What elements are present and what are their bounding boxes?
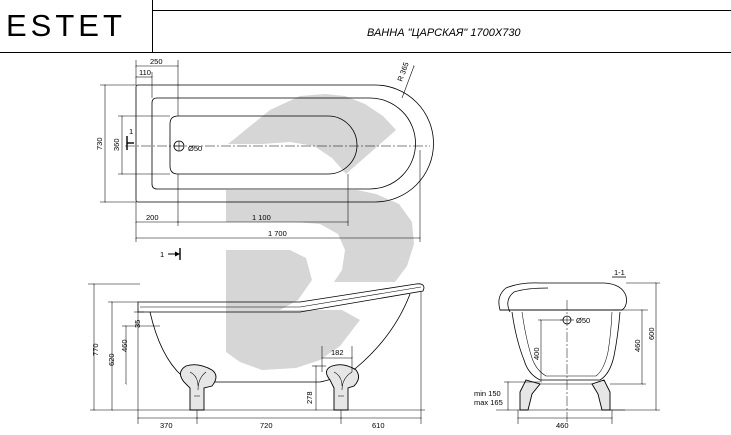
- title-block: ESTET ВАННА "ЦАРСКАЯ" 1700Х730: [0, 0, 731, 53]
- section-dim-400: 400: [532, 347, 541, 360]
- brand-logo: ESTET: [6, 8, 126, 43]
- left-foot: [180, 364, 217, 411]
- watermark-logo: [226, 94, 414, 370]
- dim-250: 250: [150, 57, 163, 66]
- section-dim-600: 600: [647, 327, 656, 340]
- dim-1700: 1 700: [268, 229, 287, 238]
- dim-460-side: 460: [120, 339, 129, 352]
- dim-110: 110: [139, 68, 151, 77]
- dim-620: 620: [107, 353, 116, 366]
- dim-720: 720: [260, 421, 273, 430]
- section-dim-460: 460: [633, 339, 642, 352]
- side-view: 770 620 460 35 182 278 370 720 610: [88, 283, 425, 430]
- plan-view: 250 110 R 365 730 360 1 Ø50 200 1 100 1 …: [95, 57, 434, 260]
- drain-label: Ø50: [188, 144, 202, 153]
- dim-370: 370: [160, 421, 173, 430]
- dim-200: 200: [146, 213, 159, 222]
- section-width: 460: [556, 421, 569, 430]
- dim-278: 278: [305, 391, 314, 404]
- dim-radius: R 365: [395, 61, 410, 83]
- right-foot: [326, 364, 359, 411]
- dim-35: 35: [133, 320, 142, 328]
- dim-610: 610: [372, 421, 385, 430]
- dim-1100: 1 100: [252, 213, 271, 222]
- dim-360: 360: [112, 138, 121, 151]
- drawing-title: ВАННА "ЦАРСКАЯ" 1700Х730: [367, 27, 521, 39]
- section-mark: 1: [129, 127, 133, 136]
- section-min: min 150: [474, 389, 501, 398]
- section-max: max 165: [474, 398, 503, 407]
- section-arrow-label: 1: [160, 250, 164, 259]
- dim-730: 730: [95, 137, 104, 150]
- dim-770: 770: [91, 343, 100, 356]
- section-drain-label: Ø50: [576, 316, 590, 325]
- dim-182: 182: [331, 348, 344, 357]
- section-view: 1-1 Ø50 400 min 150 max 165 460: [474, 268, 660, 430]
- section-label: 1-1: [614, 268, 625, 277]
